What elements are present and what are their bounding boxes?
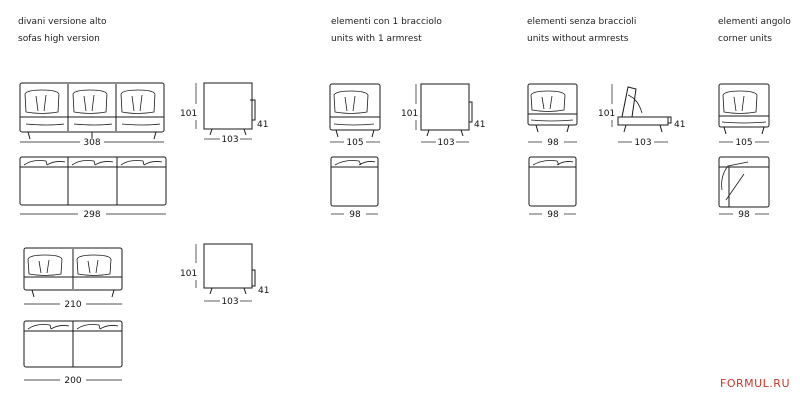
dim-label-103: 103	[634, 138, 651, 148]
header-line-en: units with 1 armrest	[331, 34, 422, 44]
dim-label-105: 105	[735, 138, 752, 148]
dim-label-103: 103	[221, 135, 238, 145]
header-line-it: elementi senza braccioli	[527, 17, 637, 27]
dim-label-98: 98	[349, 210, 361, 220]
arm-unit-front-view	[329, 83, 381, 138]
dim-label-98: 98	[547, 138, 559, 148]
dim-label-308: 308	[83, 138, 100, 148]
dim-label-101: 101	[180, 109, 197, 119]
header-line-it: elementi angolo	[718, 17, 791, 27]
dim-label-103: 103	[437, 138, 454, 148]
dim-label-41: 41	[258, 286, 269, 296]
dim-label-298: 298	[83, 210, 100, 220]
watermark: FORMUL.RU	[720, 377, 790, 390]
noarm-front-view	[527, 83, 578, 133]
header-no-armrests: elementi senza braccioli units without a…	[527, 14, 636, 48]
header-line-en: units without armrests	[527, 34, 629, 44]
dim-label-101: 101	[401, 109, 418, 119]
sofa2-plan-view	[23, 320, 123, 368]
corner-plan-view	[718, 156, 770, 208]
dim-label-98: 98	[738, 210, 750, 220]
header-line-en: corner units	[718, 34, 772, 44]
arm-unit-plan-view	[330, 156, 379, 207]
sofa3-plan-view	[19, 156, 167, 206]
dim-label-103: 103	[221, 297, 238, 307]
side-view-1	[203, 82, 256, 136]
side-view-3	[420, 83, 473, 137]
dim-label-101: 101	[180, 269, 197, 279]
header-line-it: divani versione alto	[18, 17, 107, 27]
dim-label-210: 210	[64, 300, 81, 310]
dim-label-200: 200	[64, 376, 81, 386]
side-view-4	[617, 86, 672, 133]
header-one-armrest: elementi con 1 bracciolo units with 1 ar…	[331, 14, 442, 48]
sofa3-front-view	[19, 82, 165, 140]
dim-label-101: 101	[598, 109, 615, 119]
dim-label-105: 105	[346, 138, 363, 148]
noarm-plan-view	[528, 156, 577, 207]
dim-label-98: 98	[547, 210, 559, 220]
corner-front-view	[718, 83, 770, 135]
dim-label-41: 41	[257, 120, 268, 130]
header-corner: elementi angolo corner units	[718, 14, 791, 48]
header-line-en: sofas high version	[18, 34, 100, 44]
dim-label-41: 41	[474, 120, 485, 130]
header-sofas-high: divani versione alto sofas high version	[18, 14, 107, 48]
header-line-it: elementi con 1 bracciolo	[331, 17, 442, 27]
side-view-2	[203, 243, 256, 295]
sofa2-front-view	[23, 247, 123, 298]
dim-label-41: 41	[674, 120, 685, 130]
